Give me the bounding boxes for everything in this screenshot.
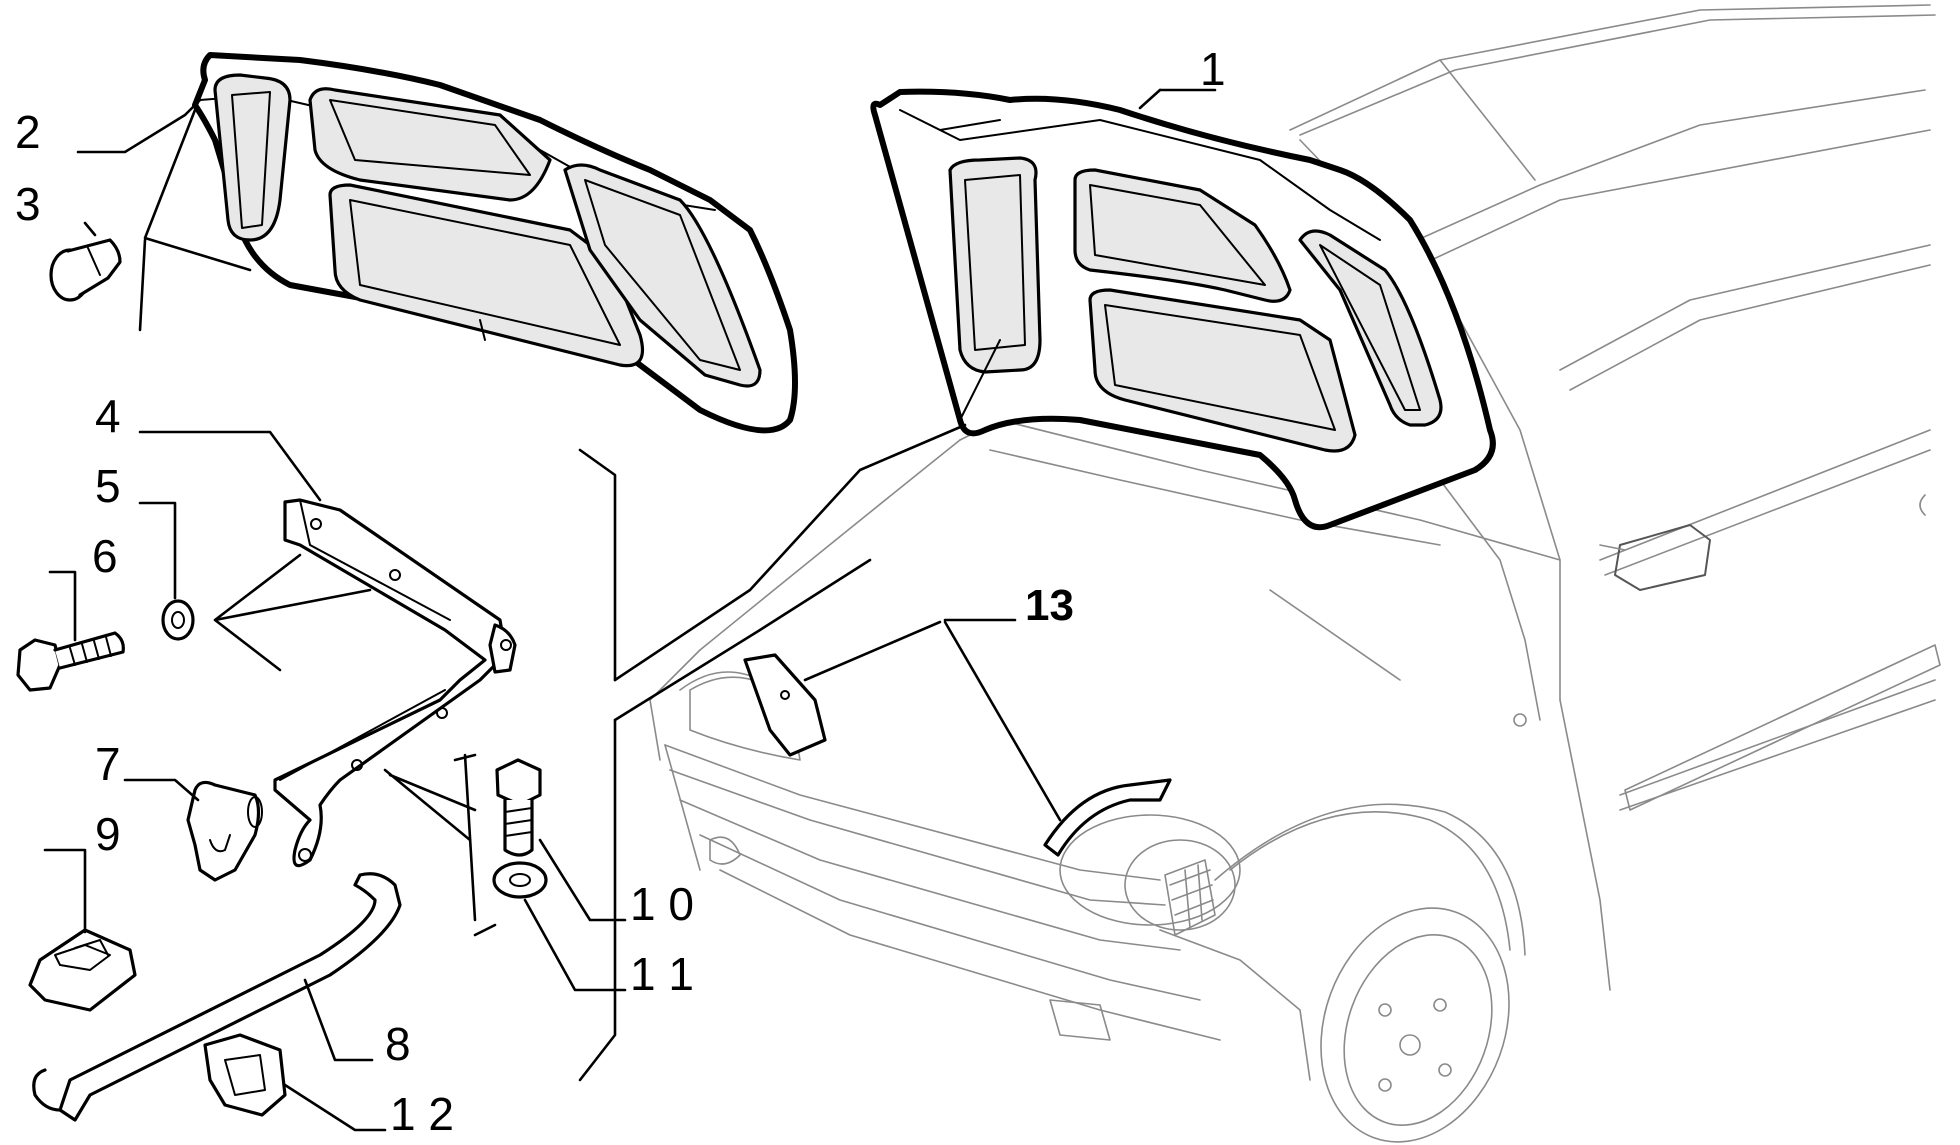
hood-insulation-panel bbox=[192, 52, 798, 434]
car-body-outline bbox=[649, 4, 1941, 1143]
hood-rod-clip bbox=[186, 780, 263, 882]
callout-13: 13 bbox=[1025, 581, 1074, 630]
callout-8: 8 bbox=[385, 1018, 411, 1070]
leader-lines bbox=[43, 88, 1217, 1132]
callout-3: 3 bbox=[15, 178, 41, 230]
hood-latch-block bbox=[28, 928, 137, 1012]
callout-10: 1 0 bbox=[630, 878, 694, 930]
callout-11: 1 1 bbox=[630, 948, 694, 1000]
hood-hinge bbox=[273, 498, 517, 868]
hood-rubber-bumper-upper bbox=[743, 653, 827, 757]
callout-2: 2 bbox=[15, 106, 41, 158]
hood-rubber-bumper-lower bbox=[1043, 778, 1172, 857]
callout-7: 7 bbox=[95, 738, 121, 790]
hood-screw bbox=[495, 758, 542, 857]
hood-support-rod bbox=[32, 872, 402, 1122]
callout-5: 5 bbox=[95, 460, 121, 512]
callout-4: 4 bbox=[95, 390, 121, 442]
serrated-washer bbox=[161, 599, 195, 641]
callout-12: 1 2 bbox=[390, 1088, 454, 1140]
rod-guide-clip bbox=[203, 1033, 287, 1117]
retainer-clip-pin bbox=[49, 238, 122, 302]
callout-1: 1 bbox=[1200, 43, 1226, 95]
hinge-bolt bbox=[16, 631, 125, 692]
screw-washer bbox=[492, 861, 548, 899]
callout-labels: 1 2 3 4 5 6 7 9 8 1 0 1 1 1 2 13 bbox=[15, 43, 1226, 1140]
hood-panel-installed bbox=[870, 88, 1496, 531]
callout-9: 9 bbox=[95, 808, 121, 860]
callout-6: 6 bbox=[92, 530, 118, 582]
